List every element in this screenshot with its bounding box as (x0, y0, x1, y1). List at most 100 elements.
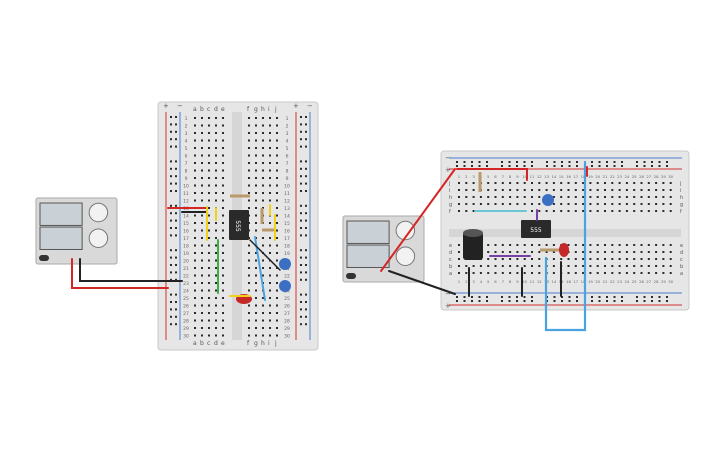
breadboard-hole[interactable] (269, 334, 271, 337)
breadboard-hole[interactable] (574, 196, 577, 198)
breadboard-hole[interactable] (194, 184, 196, 187)
breadboard-hole[interactable] (201, 252, 203, 254)
rail-hole[interactable] (170, 138, 172, 141)
breadboard-hole[interactable] (194, 327, 196, 329)
breadboard-hole[interactable] (574, 265, 577, 267)
breadboard-hole[interactable] (574, 272, 577, 274)
breadboard-hole[interactable] (531, 182, 533, 184)
rail-hole[interactable] (613, 296, 616, 298)
breadboard-hole[interactable] (625, 272, 628, 274)
breadboard-hole[interactable] (596, 265, 599, 267)
breadboard-hole[interactable] (487, 182, 490, 184)
breadboard-hole[interactable] (201, 192, 203, 194)
rail-hole[interactable] (175, 190, 177, 192)
breadboard-hole[interactable] (222, 259, 224, 262)
breadboard-hole[interactable] (611, 196, 614, 198)
breadboard-hole[interactable] (552, 189, 555, 191)
breadboard-hole[interactable] (222, 132, 224, 134)
rail-hole[interactable] (305, 130, 307, 133)
breadboard-hole[interactable] (255, 327, 257, 329)
breadboard-hole[interactable] (523, 258, 526, 260)
breadboard-hole[interactable] (262, 132, 264, 134)
breadboard-hole[interactable] (276, 297, 278, 299)
breadboard-hole[interactable] (538, 244, 541, 246)
breadboard-hole[interactable] (479, 203, 482, 205)
breadboard-hole[interactable] (269, 319, 271, 322)
breadboard-hole[interactable] (201, 297, 203, 299)
breadboard-hole[interactable] (465, 203, 468, 205)
breadboard-hole[interactable] (582, 203, 585, 205)
breadboard-hole[interactable] (201, 259, 203, 262)
rail-hole[interactable] (175, 227, 177, 229)
rail-hole[interactable] (305, 315, 307, 318)
breadboard-hole[interactable] (509, 251, 512, 253)
breadboard-hole[interactable] (531, 189, 533, 191)
rail-hole[interactable] (305, 219, 307, 222)
breadboard-hole[interactable] (255, 177, 257, 179)
breadboard-hole[interactable] (201, 124, 203, 127)
led-red[interactable] (559, 243, 569, 257)
breadboard-hole[interactable] (465, 189, 468, 191)
rail-hole[interactable] (305, 190, 307, 192)
breadboard-hole[interactable] (269, 252, 271, 254)
breadboard-hole[interactable] (255, 334, 257, 337)
rail-hole[interactable] (300, 271, 302, 274)
breadboard-hole[interactable] (255, 214, 257, 217)
breadboard-hole[interactable] (640, 182, 643, 184)
breadboard-hole[interactable] (222, 312, 224, 314)
breadboard-hole[interactable] (501, 196, 504, 198)
rail-hole[interactable] (300, 145, 302, 148)
rail-hole[interactable] (621, 300, 623, 302)
breadboard-hole[interactable] (640, 189, 643, 191)
breadboard-hole[interactable] (222, 289, 224, 292)
breadboard-hole[interactable] (215, 177, 217, 179)
breadboard-hole[interactable] (215, 124, 217, 127)
breadboard-hole[interactable] (194, 162, 196, 164)
breadboard-hole[interactable] (596, 210, 599, 212)
capacitor-ceramic[interactable] (279, 258, 291, 270)
breadboard-hole[interactable] (255, 207, 257, 209)
rail-hole[interactable] (175, 308, 177, 311)
rail-hole[interactable] (643, 300, 646, 302)
breadboard-hole[interactable] (215, 184, 217, 187)
breadboard-hole[interactable] (633, 244, 636, 246)
breadboard-hole[interactable] (618, 210, 621, 212)
breadboard-hole[interactable] (255, 192, 257, 194)
breadboard-hole[interactable] (509, 203, 512, 205)
breadboard-hole[interactable] (222, 267, 224, 269)
rail-hole[interactable] (591, 165, 593, 167)
breadboard-hole[interactable] (255, 297, 257, 299)
rail-hole[interactable] (175, 145, 177, 148)
breadboard-hole[interactable] (531, 265, 533, 267)
breadboard-hole[interactable] (465, 272, 468, 274)
rail-hole[interactable] (643, 165, 646, 167)
rail-hole[interactable] (621, 165, 623, 167)
rail-hole[interactable] (471, 300, 473, 302)
breadboard-hole[interactable] (669, 182, 672, 184)
breadboard-hole[interactable] (276, 169, 278, 172)
breadboard-hole[interactable] (458, 196, 460, 198)
rail-hole[interactable] (516, 161, 518, 163)
rail-hole[interactable] (568, 161, 571, 163)
rail-hole[interactable] (508, 165, 511, 167)
breadboard-hole[interactable] (494, 203, 497, 205)
rail-hole[interactable] (170, 249, 172, 252)
breadboard-hole[interactable] (596, 182, 599, 184)
breadboard-hole[interactable] (479, 272, 482, 274)
breadboard-hole[interactable] (531, 244, 533, 246)
breadboard-hole[interactable] (618, 244, 621, 246)
breadboard-hole[interactable] (269, 117, 271, 119)
rail-hole[interactable] (300, 175, 302, 178)
breadboard-hole[interactable] (523, 251, 526, 253)
breadboard-hole[interactable] (516, 258, 519, 260)
rail-hole[interactable] (636, 300, 638, 302)
breadboard-hole[interactable] (465, 210, 468, 212)
breadboard-hole[interactable] (611, 272, 614, 274)
rail-hole[interactable] (305, 182, 307, 185)
breadboard-hole[interactable] (222, 117, 224, 119)
breadboard-hole[interactable] (194, 229, 196, 232)
breadboard-hole[interactable] (215, 237, 217, 239)
breadboard-hole[interactable] (255, 267, 257, 269)
breadboard-hole[interactable] (618, 258, 621, 260)
breadboard-hole[interactable] (545, 189, 548, 191)
